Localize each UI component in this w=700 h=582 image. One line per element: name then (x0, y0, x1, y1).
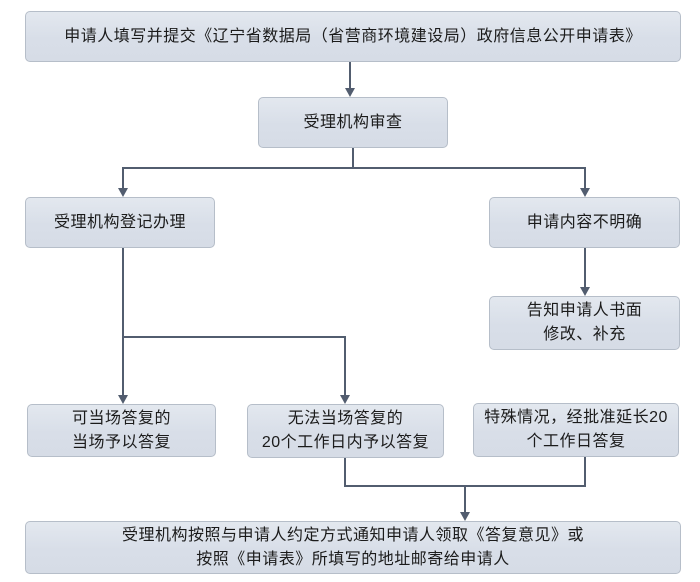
arrowhead-unclear-notify (580, 287, 590, 296)
node-notify-line2: 修改、补充 (543, 326, 626, 343)
node-answer-20days-line2: 20个工作日内予以答复 (261, 434, 430, 451)
connector-extend-down (584, 457, 586, 487)
node-answer-onspot-line2: 当场予以答复 (71, 433, 171, 451)
node-unclear: 申请内容不明确 (489, 197, 680, 248)
connector-apply-review (349, 62, 351, 89)
arrowhead-register-mid (340, 395, 350, 404)
arrowhead-branch-right (580, 188, 590, 197)
node-answer-20days: 无法当场答复的 20个工作日内予以答复 (247, 404, 444, 458)
node-answer-onspot-line1: 可当场答复的 (71, 409, 171, 427)
connector-branch-right (584, 167, 586, 189)
connector-review-stem (352, 148, 354, 168)
connector-branch-horizontal (122, 167, 586, 169)
node-review-text: 受理机构审查 (303, 113, 403, 131)
connector-20days-down (344, 458, 346, 487)
node-unclear-text: 申请内容不明确 (526, 213, 643, 231)
arrowhead-branch-left (118, 188, 128, 197)
node-final-line2: 按照《申请表》所填写的地址邮寄给申请人 (196, 550, 510, 568)
node-answer-extend: 特殊情况，经批准延长20 个工作日答复 (473, 403, 679, 457)
connector-register-horizontal (122, 336, 346, 338)
node-register: 受理机构登记办理 (25, 197, 215, 248)
node-final: 受理机构按照与申请人约定方式通知申请人领取《答复意见》或 按照《申请表》所填写的… (25, 521, 681, 574)
node-answer-onspot: 可当场答复的 当场予以答复 (27, 404, 216, 457)
connector-merge-horizontal (344, 485, 586, 487)
connector-register-stem (122, 248, 124, 338)
node-apply: 申请人填写并提交《辽宁省数据局（省营商环境建设局）政府信息公开申请表》 (25, 11, 681, 62)
connector-unclear-notify (584, 248, 586, 288)
connector-register-mid (344, 336, 346, 396)
node-apply-text: 申请人填写并提交《辽宁省数据局（省营商环境建设局）政府信息公开申请表》 (64, 27, 642, 45)
connector-register-left (122, 338, 124, 396)
node-register-text: 受理机构登记办理 (53, 213, 186, 231)
arrowhead-merge-final (460, 512, 470, 521)
node-answer-20days-line1: 无法当场答复的 (287, 410, 404, 427)
connector-merge-stem (464, 487, 466, 513)
node-notify-line1: 告知申请人书面 (526, 302, 643, 319)
node-notify: 告知申请人书面 修改、补充 (489, 296, 680, 350)
node-answer-extend-line1: 特殊情况，经批准延长20 (484, 409, 668, 426)
arrowhead-apply-review (345, 88, 355, 97)
node-review: 受理机构审查 (258, 97, 448, 148)
node-answer-extend-line2: 个工作日答复 (526, 433, 626, 450)
node-final-line1: 受理机构按照与申请人约定方式通知申请人领取《答复意见》或 (121, 526, 584, 544)
arrowhead-register-left (118, 395, 128, 404)
connector-branch-left (122, 167, 124, 189)
